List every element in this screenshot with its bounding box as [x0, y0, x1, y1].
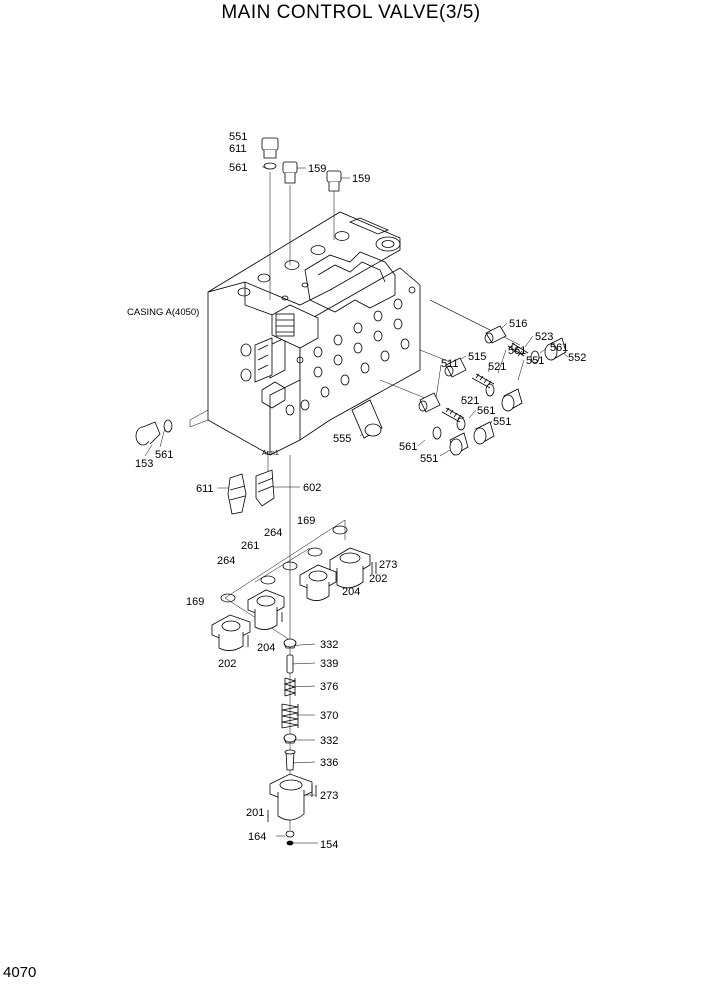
label-561-bl: 561: [399, 441, 417, 453]
label-154: 154: [320, 839, 338, 851]
cover-201: [269, 773, 313, 821]
label-261: 261: [241, 540, 259, 552]
label-201: 201: [246, 807, 264, 819]
label-551-top: 551: [229, 131, 247, 143]
label-336: 336: [320, 757, 338, 769]
label-264-b: 264: [217, 555, 235, 567]
seat-332-a: [283, 638, 297, 649]
plug-552: [544, 337, 567, 361]
poppet-515: [444, 357, 467, 378]
part-labels: 551 611 561 159 159 CASING A(4050) 516 5…: [127, 131, 586, 851]
o-ring-264-b: [260, 575, 276, 585]
seat-332-b: [283, 733, 297, 744]
top-plug-551: [261, 137, 279, 159]
o-ring-561-bl: [432, 426, 442, 440]
arm-label: Arm1: [262, 450, 279, 457]
spring-521-b: [441, 407, 465, 423]
label-552: 552: [568, 352, 586, 364]
label-332-b: 332: [320, 735, 338, 747]
plug-551-r1: [501, 388, 523, 412]
stopper-336: [284, 749, 296, 771]
o-ring-561-r2: [485, 383, 495, 397]
valve-casing: [207, 211, 421, 456]
label-611-mid: 611: [196, 483, 214, 495]
spring-376: [283, 677, 297, 697]
label-511: 511: [441, 358, 459, 370]
valve-602: [255, 469, 275, 507]
fitting-611-mid: [227, 473, 247, 515]
label-169-b: 169: [186, 596, 204, 608]
label-602: 602: [303, 482, 321, 494]
label-273-a: 273: [379, 559, 397, 571]
o-ring-561-r3: [456, 417, 466, 431]
label-273-b: 273: [320, 790, 338, 802]
label-370: 370: [320, 710, 338, 722]
label-551-bl: 551: [420, 453, 438, 465]
plug-159-a: [282, 161, 298, 184]
label-551-r1: 551: [526, 355, 544, 367]
label-515: 515: [468, 351, 486, 363]
o-ring-264-a: [307, 547, 323, 557]
label-202-a: 202: [369, 573, 387, 585]
plug-551-r2: [473, 421, 495, 445]
label-555: 555: [333, 433, 351, 445]
label-169-a: 169: [297, 515, 315, 527]
label-202-b: 202: [218, 658, 236, 670]
poppet-511: [418, 392, 441, 413]
label-164: 164: [248, 831, 266, 843]
sleeve-555: [351, 399, 383, 439]
plug-551-bl: [449, 432, 469, 456]
label-561-r2: 561: [508, 345, 526, 357]
o-ring-169-a: [332, 525, 348, 535]
cover-202-a: [329, 547, 371, 589]
o-ring-561-top: [263, 162, 277, 170]
spring-370: [281, 703, 299, 729]
plug-159-b: [326, 170, 342, 192]
bolts-273-b: [267, 785, 317, 822]
label-159-b: 159: [352, 173, 370, 185]
label-264-a: 264: [264, 527, 282, 539]
label-516: 516: [509, 318, 527, 330]
o-ring-154: [286, 840, 294, 846]
label-153: 153: [135, 458, 153, 470]
bolts-273-a: [371, 562, 377, 574]
o-ring-261: [282, 561, 298, 571]
label-376: 376: [320, 681, 338, 693]
cover-204-b: [247, 589, 285, 630]
label-521-a: 521: [488, 361, 506, 373]
label-561-r1: 561: [550, 342, 568, 354]
label-611-top: 611: [229, 143, 247, 155]
spring-521-a: [471, 373, 495, 389]
o-ring-561-r1: [530, 350, 540, 364]
label-521-b: 521: [461, 395, 479, 407]
page-title: MAIN CONTROL VALVE(3/5): [221, 2, 481, 23]
page-number: 4070: [3, 964, 37, 981]
cover-204-a: [299, 564, 337, 601]
label-204-a: 204: [342, 586, 360, 598]
plug-164: [285, 830, 295, 838]
label-332-a: 332: [320, 639, 338, 651]
label-561-left: 561: [155, 449, 173, 461]
spring-523: [507, 342, 529, 357]
poppet-516: [484, 325, 507, 344]
o-ring-169-b: [220, 593, 236, 603]
cover-202-b: [211, 614, 251, 651]
label-204-b: 204: [257, 642, 275, 654]
label-551-r2: 551: [493, 416, 511, 428]
label-561-r3: 561: [477, 405, 495, 417]
plug-153: [135, 421, 161, 446]
label-523: 523: [535, 331, 553, 343]
pin-339: [286, 654, 294, 674]
casing-label: CASING A(4050): [127, 307, 199, 318]
label-561-top: 561: [229, 162, 247, 174]
o-ring-561-left: [163, 419, 173, 433]
label-159-a: 159: [308, 163, 326, 175]
label-339: 339: [320, 658, 338, 670]
